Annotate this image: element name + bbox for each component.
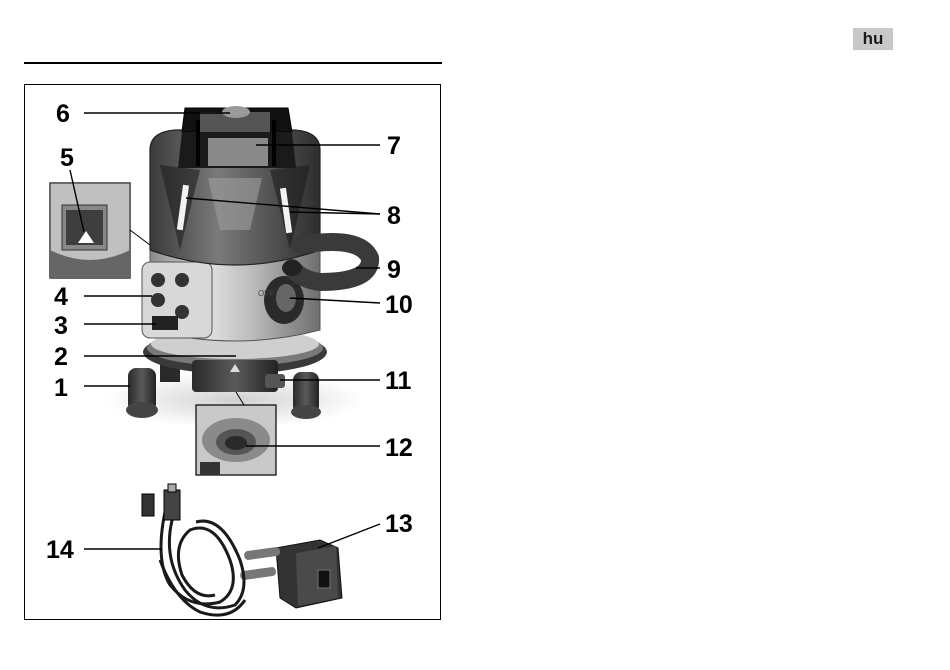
callout-4: 4: [54, 283, 68, 311]
callout-9: 9: [387, 256, 401, 284]
callout-10: 10: [385, 291, 413, 319]
usb-charger: [240, 540, 342, 608]
callout-8: 8: [387, 202, 401, 230]
inset-display-detail: [50, 183, 150, 278]
callout-5: 5: [60, 144, 74, 172]
top-laser-cage: [178, 106, 296, 168]
callout-14: 14: [46, 536, 74, 564]
callout-6: 6: [56, 100, 70, 128]
callout-13: 13: [385, 510, 413, 538]
callout-12: 12: [385, 434, 413, 462]
callout-11: 11: [385, 367, 412, 395]
inset-thread-detail: [196, 392, 276, 475]
callout-3: 3: [54, 312, 68, 340]
switch-marking: OFF: [258, 289, 274, 298]
callout-1: 1: [54, 374, 68, 402]
callout-2: 2: [54, 343, 68, 371]
control-panel: [142, 262, 212, 338]
callout-7: 7: [387, 132, 401, 160]
